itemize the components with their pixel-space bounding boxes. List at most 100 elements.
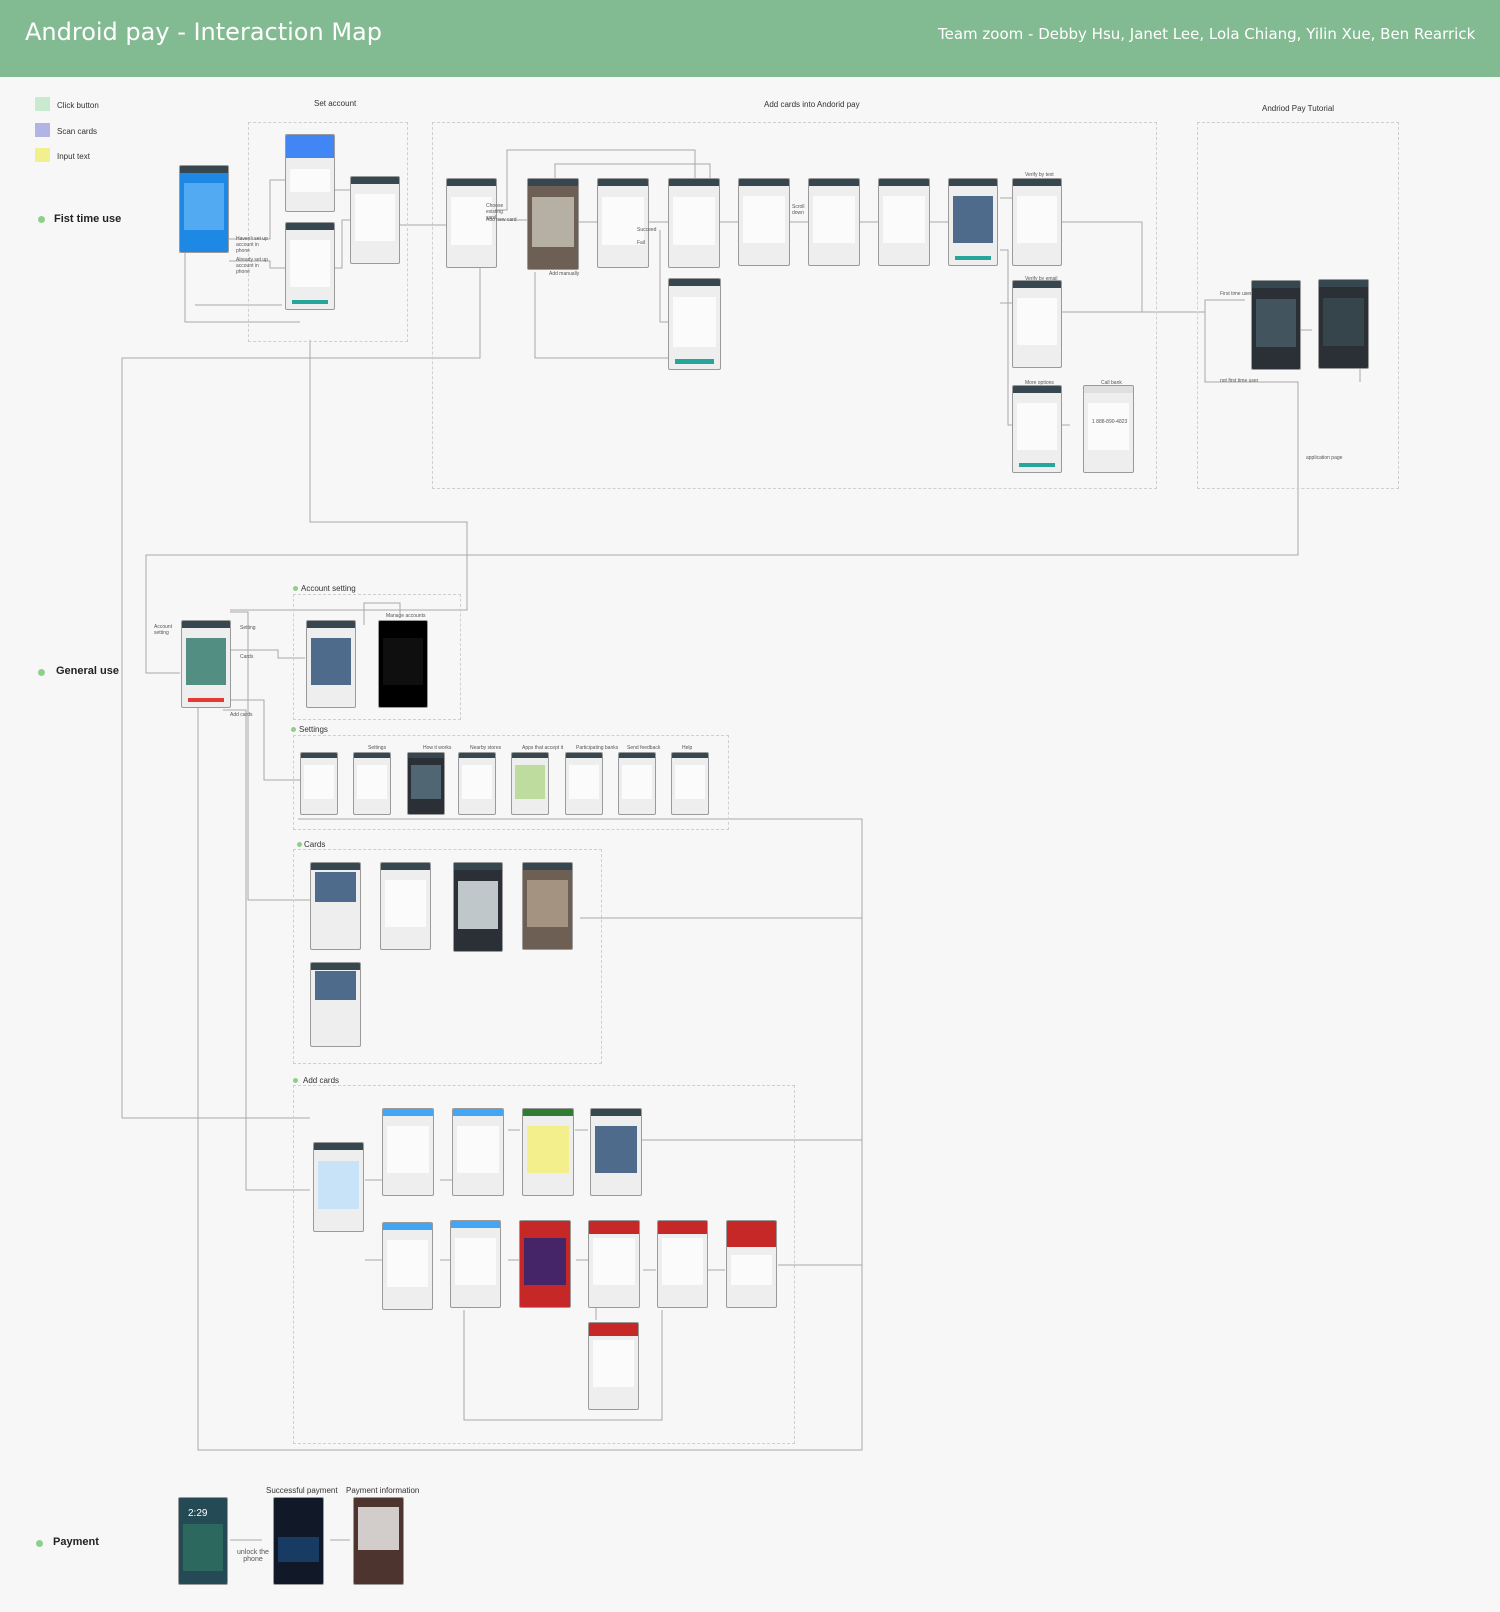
add-credit-search[interactable] xyxy=(382,1108,434,1196)
apps-accept-screen[interactable] xyxy=(511,752,549,815)
sign-in-chrome-screen[interactable] xyxy=(285,222,335,310)
group-account-setting xyxy=(293,594,461,720)
google-signin-screen[interactable] xyxy=(285,134,335,212)
dot-add-cards xyxy=(293,1078,298,1083)
ann-add-cards: Add cards xyxy=(230,712,253,718)
ann-scroll-down: Scroll down xyxy=(792,204,805,216)
section-dot-general xyxy=(38,669,45,676)
tutorial-screen-2[interactable] xyxy=(1318,279,1369,369)
group-label-tutorial: Andriod Pay Tutorial xyxy=(1262,104,1335,113)
verification-code-email[interactable] xyxy=(1012,280,1062,368)
add-loyalty-done[interactable] xyxy=(726,1220,777,1308)
ann-call-bank: Call bank xyxy=(1101,380,1122,386)
terms-screen-1[interactable] xyxy=(738,178,790,266)
home-cards-screen[interactable] xyxy=(181,620,231,708)
add-credit-result[interactable] xyxy=(590,1108,642,1196)
add-credit-list[interactable] xyxy=(452,1108,504,1196)
ann-first-time-user: First time user xyxy=(1220,291,1252,297)
card-photo-screen[interactable] xyxy=(522,862,573,950)
scan-card-camera[interactable] xyxy=(527,178,579,270)
settings-menu-screen[interactable] xyxy=(300,752,338,815)
group-label-settings: Settings xyxy=(299,725,328,734)
ann-account-setting: Account setting xyxy=(154,624,173,636)
ann-choose-existing: Choose existing card xyxy=(486,203,504,221)
nearby-stores-screen[interactable] xyxy=(458,752,496,815)
help-screen[interactable] xyxy=(671,752,709,815)
successful-payment-screen[interactable] xyxy=(273,1497,324,1585)
manage-accounts-screen[interactable] xyxy=(378,620,428,708)
settings-item-6: Help xyxy=(682,745,693,751)
group-tutorial xyxy=(1197,122,1399,489)
team-credits: Team zoom - Debby Hsu, Janet Lee, Lola C… xyxy=(938,25,1476,43)
payment-info-screen[interactable] xyxy=(353,1497,404,1585)
ann-not-first-time: not first time user xyxy=(1220,378,1259,384)
legend-swatch-scan xyxy=(35,123,50,137)
legend-label-click: Click button xyxy=(57,101,99,110)
remove-card-dialog[interactable] xyxy=(453,862,503,952)
settings-item-1: How it works xyxy=(423,745,452,751)
dot-cards xyxy=(297,842,302,847)
how-it-works-screen[interactable] xyxy=(407,752,445,815)
ann-already-set-up: Already set up account in phone xyxy=(236,257,268,275)
legend-label-scan: Scan cards xyxy=(57,127,98,136)
call-bank-screen[interactable] xyxy=(1083,385,1134,473)
group-label-set-account: Set account xyxy=(314,99,357,108)
section-general: General use xyxy=(56,665,119,677)
dot-settings xyxy=(291,727,296,732)
group-label-add-cards-android: Add cards into Andorid pay xyxy=(764,100,860,109)
add-credit-input[interactable] xyxy=(522,1108,574,1196)
card-detail-screen[interactable] xyxy=(310,862,361,950)
tutorial-screen-1[interactable] xyxy=(1251,280,1301,370)
ann-cards: Cards xyxy=(240,654,254,660)
section-dot-payment xyxy=(36,1540,43,1547)
legend-swatch-input xyxy=(35,148,50,162)
add-card-menu[interactable] xyxy=(313,1142,364,1232)
dot-account-setting xyxy=(293,586,298,591)
settings-item-3: Apps that accept it xyxy=(522,745,564,751)
ann-more-options: More options xyxy=(1025,380,1054,386)
send-feedback-screen[interactable] xyxy=(618,752,656,815)
enter-card-details[interactable] xyxy=(597,178,649,268)
ann-verify-email: Verify by email xyxy=(1025,276,1058,282)
card-scan-fail-screen[interactable] xyxy=(668,278,721,370)
card-detail-scrolled[interactable] xyxy=(310,962,361,1047)
ann-add-new-card: Add new card xyxy=(486,217,517,223)
settings-item-0: Settings xyxy=(368,745,387,751)
ann-unlock-phone: unlock the phone xyxy=(237,1549,269,1563)
group-set-account xyxy=(248,122,408,342)
add-loyalty-list[interactable] xyxy=(450,1220,501,1308)
card-detail-keyboard[interactable] xyxy=(668,178,720,268)
legend-swatch-click xyxy=(35,97,50,111)
ann-manage-accounts: Manage accounts xyxy=(386,613,426,619)
terms-screen-2[interactable] xyxy=(808,178,860,266)
add-loyalty-confirm[interactable] xyxy=(657,1220,708,1308)
ann-verify-text: Verify by text xyxy=(1025,172,1054,178)
settings-item-4: Participating banks xyxy=(576,745,619,751)
welcome-screen[interactable] xyxy=(179,165,229,253)
group-label-account-setting: Account setting xyxy=(301,584,356,593)
lock-screen[interactable] xyxy=(178,1497,228,1585)
group-label-add-cards: Add cards xyxy=(303,1076,340,1085)
terms-screen-3[interactable] xyxy=(878,178,930,266)
account-setting-screen[interactable] xyxy=(306,620,356,708)
add-loyalty-search[interactable] xyxy=(382,1222,433,1310)
verification-code-text[interactable] xyxy=(1012,178,1062,266)
group-label-successful-payment: Successful payment xyxy=(266,1486,338,1495)
group-cards xyxy=(293,849,602,1064)
account-choose-screen[interactable] xyxy=(350,176,400,264)
group-settings xyxy=(293,735,729,830)
section-first-time: Fist time use xyxy=(54,213,122,225)
card-info-screen[interactable] xyxy=(380,862,431,950)
header-banner: Android pay - Interaction Map Team zoom … xyxy=(0,0,1500,77)
participating-banks-screen[interactable] xyxy=(565,752,603,815)
add-loyalty-scan[interactable] xyxy=(519,1220,571,1308)
group-add-cards-android xyxy=(432,122,1157,489)
choose-card-screen[interactable] xyxy=(446,178,497,268)
verify-options-screen[interactable] xyxy=(1012,385,1062,473)
add-loyalty-manual[interactable] xyxy=(588,1322,639,1410)
verify-card-screen[interactable] xyxy=(948,178,998,266)
add-loyalty-barcode[interactable] xyxy=(588,1220,640,1308)
settings-screen[interactable] xyxy=(353,752,391,815)
ann-havent-set-up: Haven't set up account in phone xyxy=(236,236,268,254)
settings-item-2: Nearby stores xyxy=(470,745,502,751)
